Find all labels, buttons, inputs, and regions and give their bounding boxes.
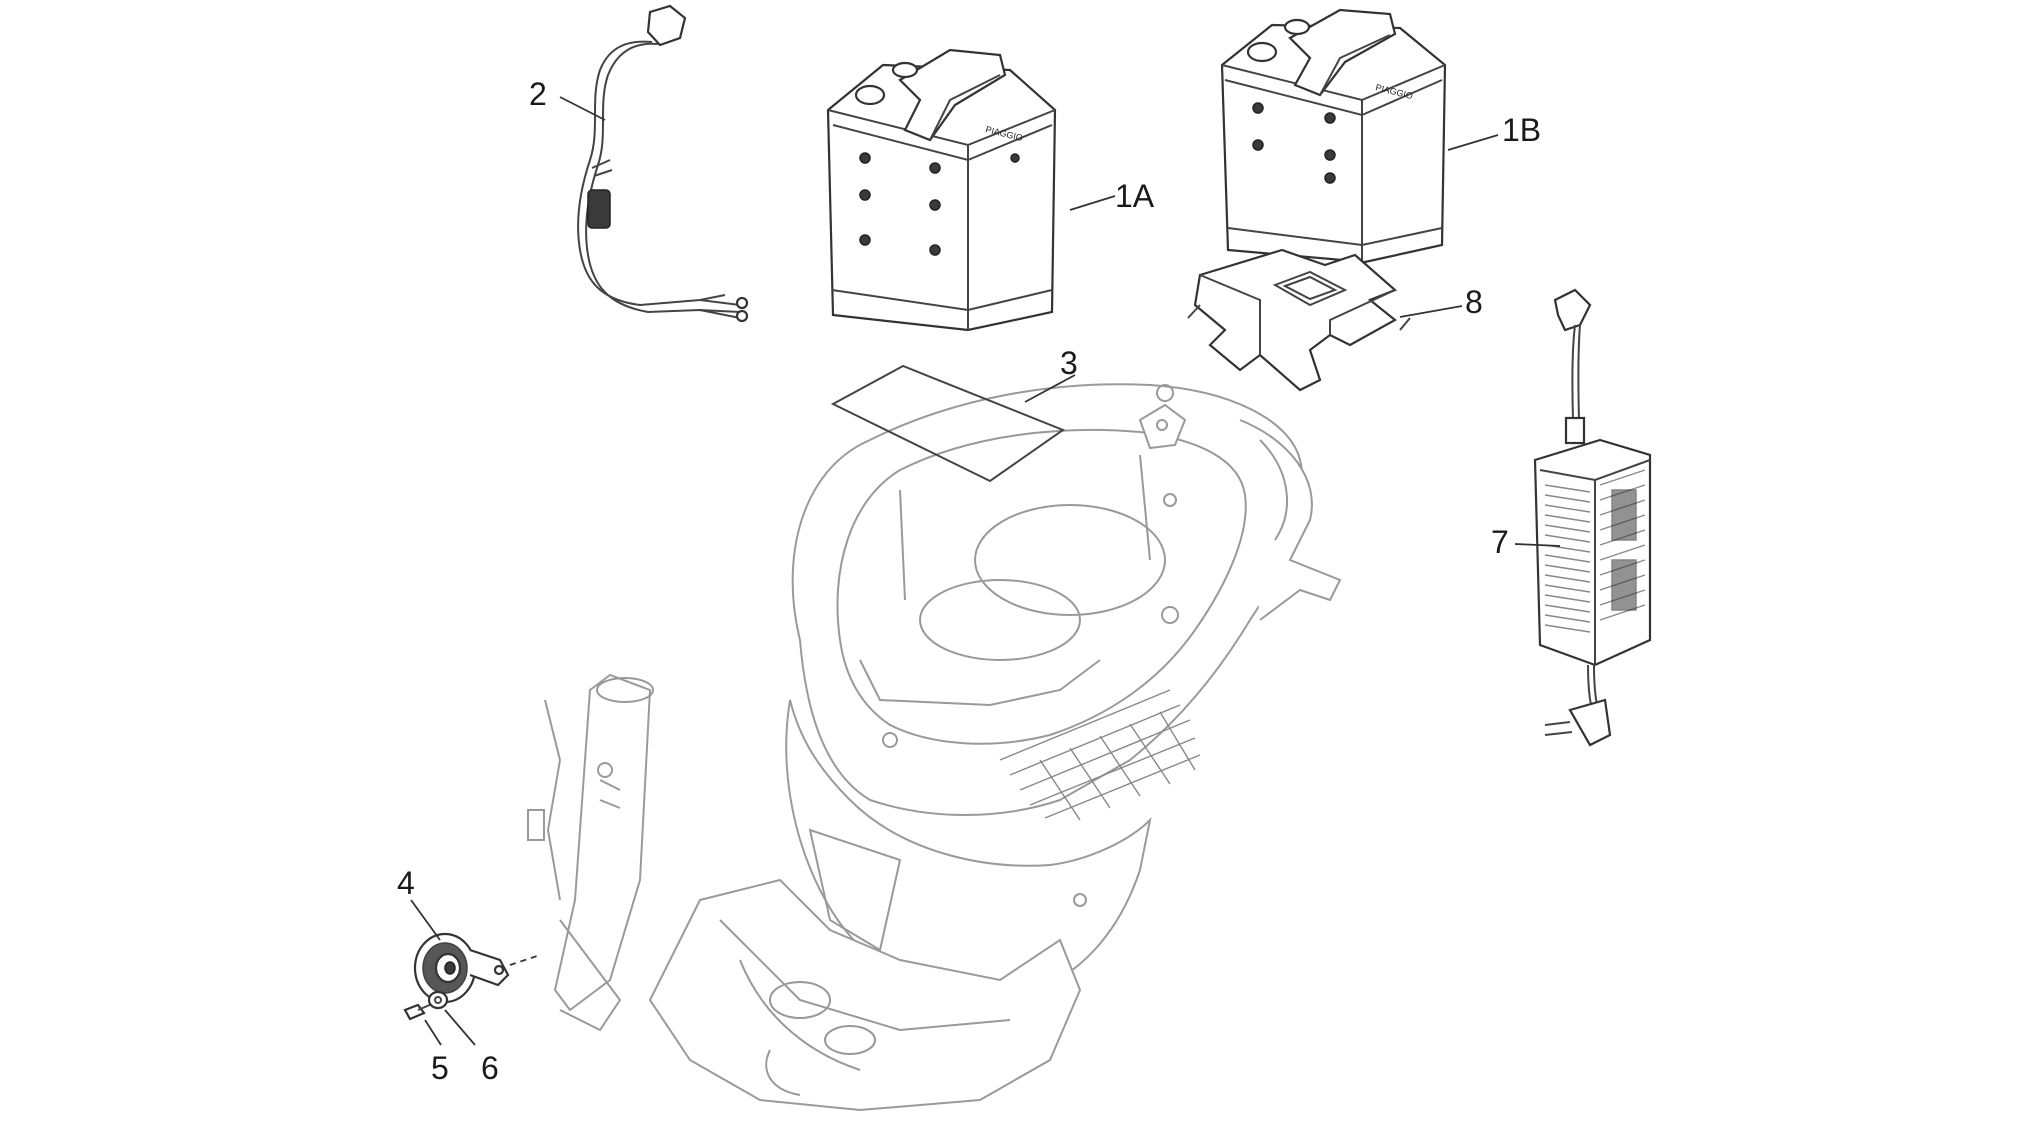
leader-lines [410,96,1561,1046]
leader-6 [444,1009,476,1046]
callout-2: 3 [1060,345,1078,381]
callout-labels: 2 1A 1B 8 3 7 4 5 6 [397,76,1541,1086]
battery-1b: PIAGGIO [1220,8,1447,264]
leader-7 [1514,543,1561,547]
charger [1533,288,1652,747]
leader-5 [424,1019,442,1046]
horn [413,932,510,1004]
callout-4: 4 [397,865,415,901]
battery-support [1187,248,1411,392]
callout-6: 6 [481,1050,499,1086]
callout-3: 2 [529,76,547,112]
battery-1a: PIAGGIO [826,48,1057,332]
scooter-body-frame [527,383,1342,1112]
callout-8: 8 [1465,284,1483,320]
callout-7: 7 [1491,524,1509,560]
leader-8 [1399,305,1463,318]
leader-3 [559,96,606,121]
leader-2 [1024,374,1076,403]
battery-pad [830,364,1066,483]
screw [403,1003,433,1021]
wiring-harness [577,4,749,323]
leader-1b [1447,134,1499,151]
callout-1a: 1A [1115,178,1155,214]
callout-1b: 1B [1502,112,1541,148]
callout-5: 5 [431,1050,449,1086]
leader-1a [1069,195,1116,211]
washer [427,990,449,1010]
horn-mount-dashed [509,954,541,966]
seat-latch-bracket [1138,403,1187,450]
leader-4 [410,899,441,941]
charger-fins [1544,469,1646,633]
